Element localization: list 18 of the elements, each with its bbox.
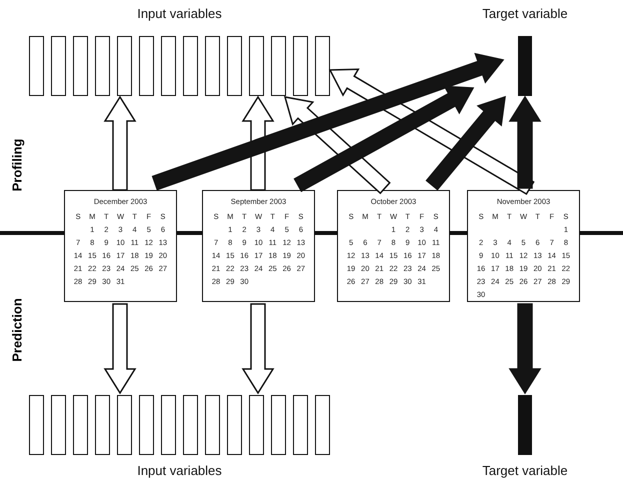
block-arrow (508, 303, 542, 394)
block-arrow (294, 86, 474, 192)
block-arrow (508, 96, 542, 189)
heading: Input variables (136, 6, 223, 21)
calendar (337, 190, 450, 302)
section-label: Profiling (10, 138, 24, 192)
block-arrow (104, 96, 136, 191)
heading: Target variable (481, 463, 569, 478)
block-arrow (152, 52, 504, 191)
calendar (467, 190, 580, 302)
calendar (202, 190, 315, 302)
heading: Target variable (481, 6, 569, 21)
heading: Input variables (136, 463, 223, 478)
section-label: Prediction (10, 298, 24, 362)
calendar (64, 190, 177, 302)
block-arrow (104, 303, 136, 394)
block-arrow (426, 96, 506, 191)
block-arrow (242, 303, 274, 394)
